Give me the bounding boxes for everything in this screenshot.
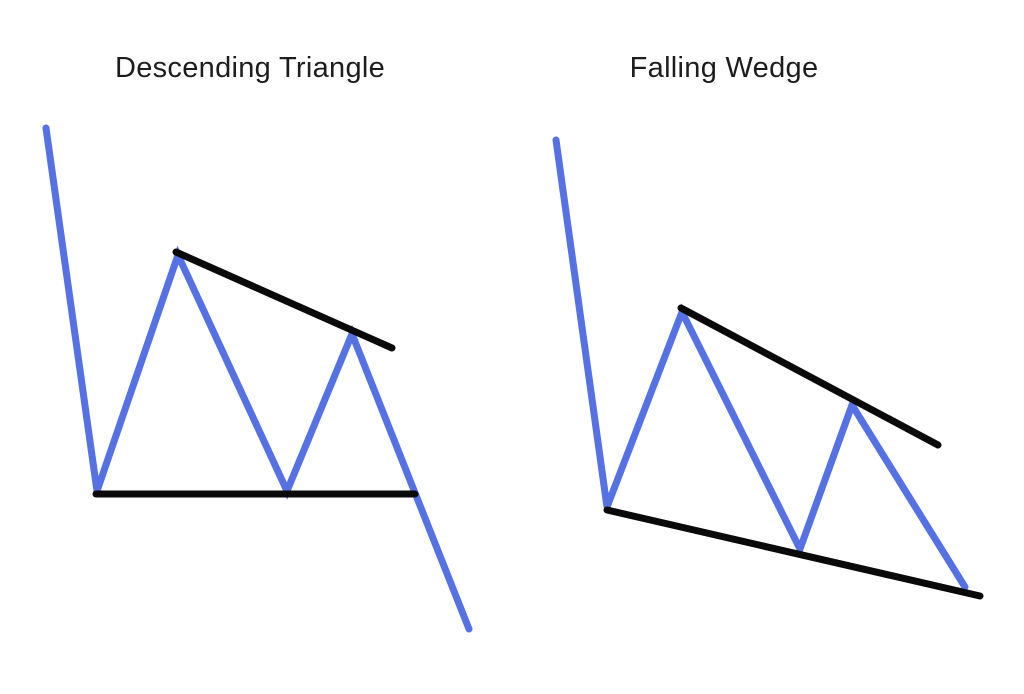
pattern-title-descending-triangle: Descending Triangle: [114, 52, 386, 84]
falling-wedge-upper-trendline: [677, 304, 942, 449]
descending-triangle-price-line: [42, 124, 473, 633]
falling-wedge-price-line: [552, 136, 969, 591]
pattern-title-falling-wedge: Falling Wedge: [629, 52, 819, 84]
falling-wedge-lower-trendline: [603, 506, 984, 600]
descending-triangle-resistance-line: [172, 248, 396, 352]
